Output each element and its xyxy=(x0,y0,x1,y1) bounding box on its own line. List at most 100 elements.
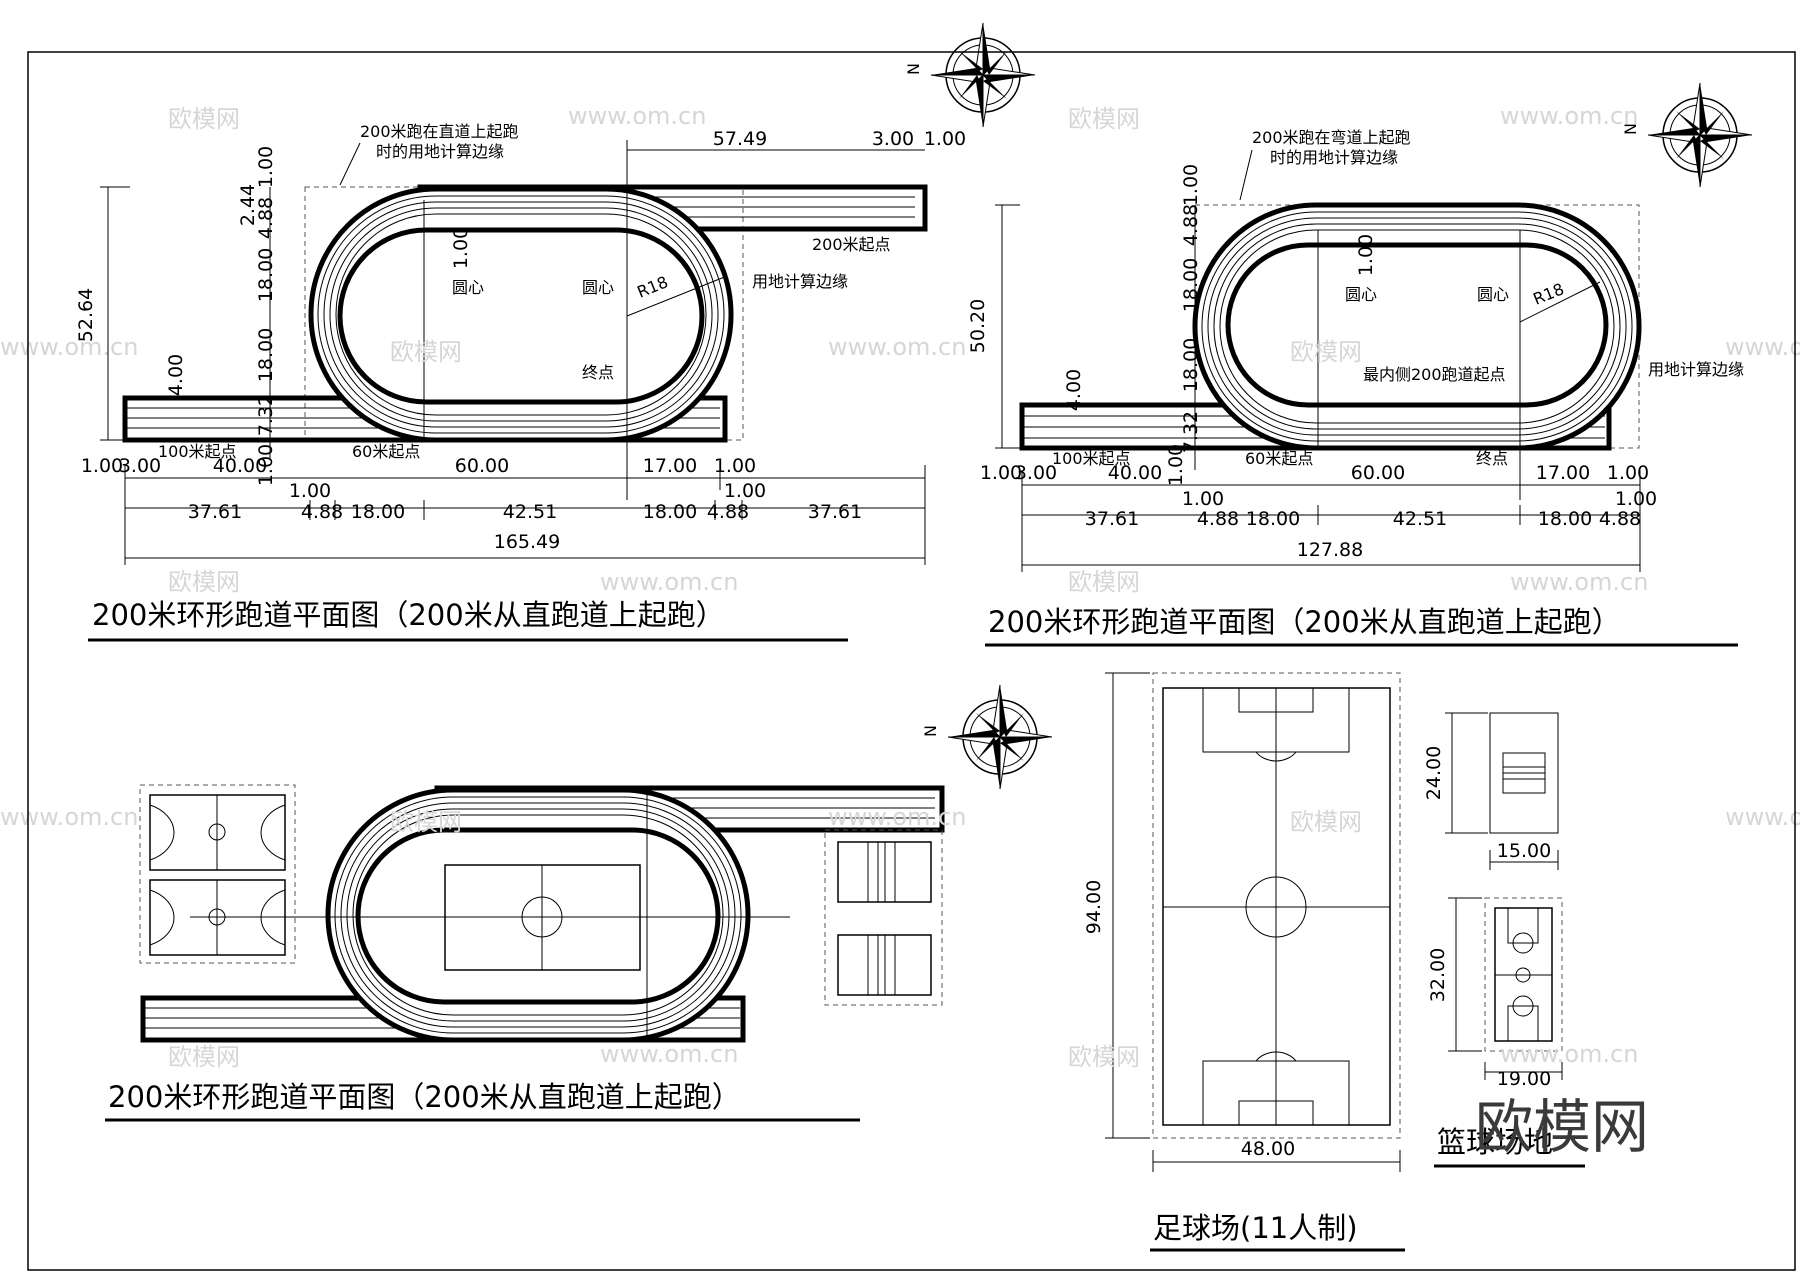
plan1-dim-row1-2: 3.00 xyxy=(119,455,161,477)
plan1-dim-row2-2: 1.00 xyxy=(724,480,766,502)
plan2-dim-row1-3: 40.00 xyxy=(1108,462,1162,484)
compass-2: N xyxy=(1621,82,1753,188)
plan-2: 50.20 1.00 4.88 1.00 18.00 18.00 4.00 7.… xyxy=(967,128,1744,647)
plan2-dim-v-6: 4.00 xyxy=(1063,369,1085,411)
basketball-dim-court-w: 19.00 xyxy=(1497,1068,1551,1090)
plan2-label-start-100: 100米起点 xyxy=(1052,449,1131,468)
plan2-dim-row1-6: 1.00 xyxy=(1607,462,1649,484)
watermark-cn: 欧模网 xyxy=(390,808,462,836)
plan2-label-center-right: 圆心 xyxy=(1477,285,1509,304)
football-field: 94.00 48.00 足球场(11人制) xyxy=(1083,672,1405,1252)
watermark-cn: 欧模网 xyxy=(168,105,240,133)
brand-logo: 欧模网 xyxy=(1475,1093,1649,1161)
plan1-title: 200米环形跑道平面图（200米从直跑道上起跑） xyxy=(92,598,725,632)
plan2-label-start-60: 60米起点 xyxy=(1245,449,1313,468)
plan2-dim-total: 127.88 xyxy=(1297,539,1363,561)
plan-3: 200米环形跑道平面图（200米从直跑道上起跑） xyxy=(105,784,945,1122)
watermark-cn: 欧模网 xyxy=(1068,568,1140,596)
plan2-label-inner-start: 最内侧200跑道起点 xyxy=(1363,365,1506,384)
watermarks: 欧模网 www.om.cn 欧模网 www.om.cn www.om.cn 欧模… xyxy=(0,102,1800,1161)
plan1-note-edge-line1: 200米跑在直道上起跑 xyxy=(360,122,519,141)
basketball-dim-volley-h: 24.00 xyxy=(1423,746,1445,800)
plan1-dim-row1-4: 60.00 xyxy=(455,455,509,477)
plan1-dim-v-6: 4.00 xyxy=(165,354,187,396)
watermark-cn: 欧模网 xyxy=(1068,1043,1140,1071)
watermark-url: www.om.cn xyxy=(0,803,138,831)
plan2-title: 200米环形跑道平面图（200米从直跑道上起跑） xyxy=(988,605,1621,639)
watermark-url: www.om.cn xyxy=(600,568,738,596)
plan1-dim-row1-3: 40.00 xyxy=(213,455,267,477)
compass-1-north-label: N xyxy=(904,63,923,75)
watermark-url: www.om.cn xyxy=(1725,803,1800,831)
plan2-label-site-edge: 用地计算边缘 xyxy=(1648,360,1744,379)
plan1-dim-v-2: 2.44 xyxy=(237,184,259,226)
plan2-dim-row2-1: 1.00 xyxy=(1182,488,1224,510)
plan1-dim-v-8: 1.00 xyxy=(450,227,472,269)
plan2-note-edge-line2: 时的用地计算边缘 xyxy=(1270,148,1398,167)
plan1-dim-row3-5: 18.00 xyxy=(643,501,697,523)
basketball-courts: 24.00 15.00 32.00 19.00 篮球场地 xyxy=(1423,712,1585,1168)
plan2-note-edge-line1: 200米跑在弯道上起跑 xyxy=(1252,128,1411,147)
plan2-dim-row1-2: 3.00 xyxy=(1015,462,1057,484)
watermark-url: www.om.cn xyxy=(600,1040,738,1068)
plan1-label-finish: 终点 xyxy=(582,363,614,382)
plan2-dim-v-1: 1.00 xyxy=(1180,164,1202,206)
plan2-dim-row1-4: 60.00 xyxy=(1351,462,1405,484)
plan1-dim-v-1: 1.00 xyxy=(255,146,277,188)
plan1-dim-v-4: 18.00 xyxy=(255,248,277,302)
compass-3-north-label: N xyxy=(921,725,940,737)
plan2-dim-row3-4: 42.51 xyxy=(1393,508,1447,530)
plan1-dim-row3-4: 42.51 xyxy=(503,501,557,523)
drawing-border xyxy=(27,51,1796,1271)
plan1-dim-v-5: 18.00 xyxy=(255,328,277,382)
plan2-dim-row2-2: 1.00 xyxy=(1615,488,1657,510)
watermark-url: www.om.cn xyxy=(1725,333,1800,361)
plan2-dim-v-8: 1.00 xyxy=(1165,444,1187,486)
plan2-dim-row3-5: 18.00 xyxy=(1538,508,1592,530)
compass-rose-icon xyxy=(947,684,1053,790)
watermark-cn: 欧模网 xyxy=(1290,338,1362,366)
compass-1: N xyxy=(904,22,1036,128)
plan2-dim-v-3: 1.00 xyxy=(1355,234,1377,276)
plan1-dim-row2-1: 1.00 xyxy=(289,480,331,502)
plan1-dim-row3-2: 4.88 xyxy=(301,501,343,523)
plan1-dim-row3-7: 37.61 xyxy=(808,501,862,523)
plan1-dim-top-2: 3.00 xyxy=(872,128,914,150)
plan1-dim-row3-6: 4.88 xyxy=(707,501,749,523)
plan1-dim-top-1: 57.49 xyxy=(713,128,767,150)
plan2-dim-row3-2: 4.88 xyxy=(1197,508,1239,530)
football-title: 足球场(11人制) xyxy=(1153,1211,1358,1245)
plan2-dim-v-7: 7.32 xyxy=(1180,411,1202,453)
plan1-label-start-60: 60米起点 xyxy=(352,442,420,461)
plan1-dim-row3-3: 18.00 xyxy=(351,501,405,523)
compass-rose-icon xyxy=(1647,82,1753,188)
plan3-title: 200米环形跑道平面图（200米从直跑道上起跑） xyxy=(108,1080,741,1114)
plan1-dim-row1-1: 1.00 xyxy=(81,455,123,477)
plan1-label-start-100: 100米起点 xyxy=(158,442,237,461)
plan1-label-start-200: 200米起点 xyxy=(812,235,891,254)
compass-rose-icon xyxy=(930,22,1036,128)
plan2-dim-row3-6: 4.88 xyxy=(1599,508,1641,530)
compass-3: N xyxy=(921,684,1053,790)
watermark-cn: 欧模网 xyxy=(1068,105,1140,133)
plan2-dim-v-4: 18.00 xyxy=(1180,258,1202,312)
watermark-url: www.om.cn xyxy=(828,803,966,831)
watermark-cn: 欧模网 xyxy=(390,338,462,366)
plan1-dim-v-3: 4.88 xyxy=(255,197,277,239)
plan-1: 57.49 3.00 1.00 52.64 1.00 2.44 4.88 18.… xyxy=(75,122,966,642)
plan2-dim-row1-1: 1.00 xyxy=(980,462,1022,484)
watermark-cn: 欧模网 xyxy=(168,568,240,596)
plan2-dim-row3-3: 18.00 xyxy=(1246,508,1300,530)
watermark-url: www.om.cn xyxy=(1500,102,1638,130)
watermark-url: www.om.cn xyxy=(828,333,966,361)
plan2-dim-row3-1: 37.61 xyxy=(1085,508,1139,530)
plan2-dim-v-2: 4.88 xyxy=(1180,204,1202,246)
plan1-label-center-left: 圆心 xyxy=(452,278,484,297)
plan2-label-center-left: 圆心 xyxy=(1345,285,1377,304)
watermark-url: www.om.cn xyxy=(568,102,706,130)
plan1-dim-top-3: 1.00 xyxy=(924,128,966,150)
plan1-label-site-edge: 用地计算边缘 xyxy=(752,272,848,291)
plan1-dim-v-7: 7.32 xyxy=(255,394,277,436)
plan1-dim-row1-5: 17.00 xyxy=(643,455,697,477)
